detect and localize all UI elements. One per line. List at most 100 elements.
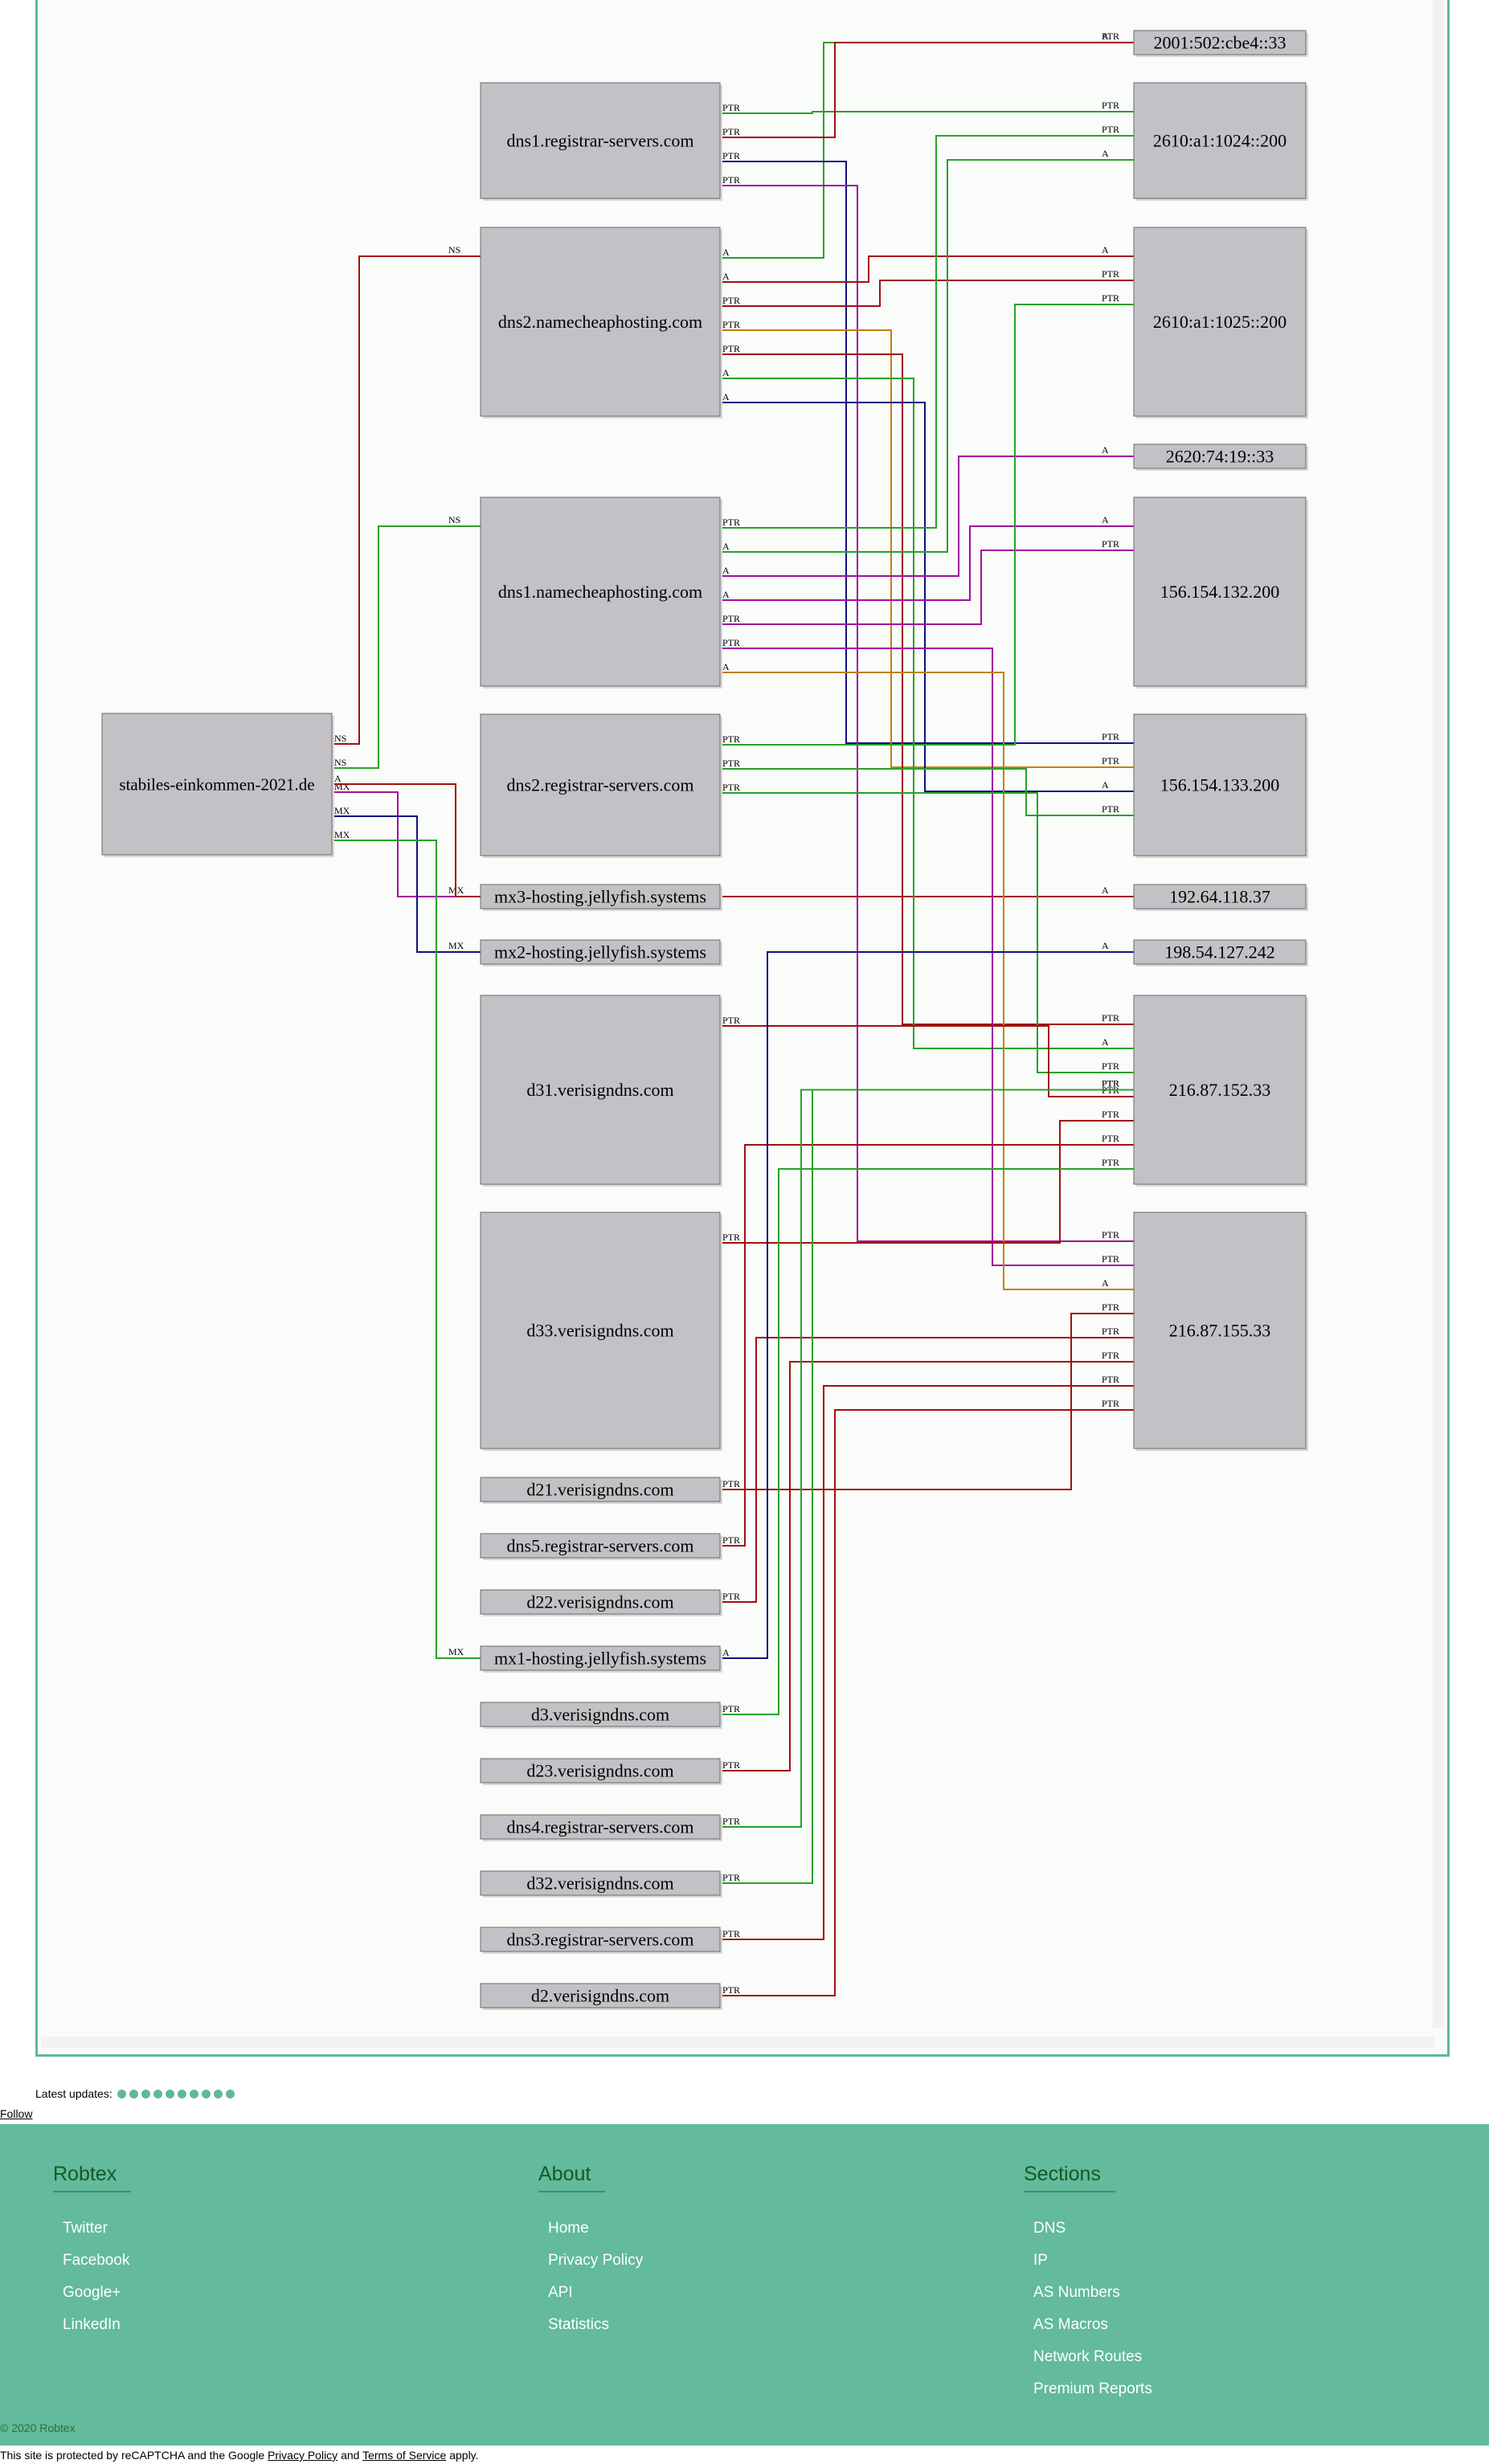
graph-node-mx3[interactable]: mx3-hosting.jellyfish.systems (480, 884, 722, 911)
edge-label: PTR (722, 174, 740, 186)
edge-label: PTR (722, 126, 740, 137)
graph-node-mx2[interactable]: mx2-hosting.jellyfish.systems (480, 939, 722, 966)
edge-label: PTR (722, 1928, 740, 1939)
follow-link[interactable]: Follow (0, 2107, 33, 2120)
update-dot[interactable] (153, 2089, 162, 2098)
graph-node-label: stabiles-einkommen-2021.de (119, 774, 314, 794)
edge-label: PTR (722, 1759, 740, 1771)
footer-link-statistics[interactable]: Statistics (548, 2316, 610, 2333)
edge-label: PTR (722, 1015, 740, 1026)
footer-link-as-macros[interactable]: AS Macros (1033, 2316, 1108, 2333)
footer-link-twitter[interactable]: Twitter (63, 2220, 108, 2237)
edge-label: A (1102, 885, 1109, 896)
update-dot[interactable] (117, 2089, 126, 2098)
graph-node-ip1[interactable]: 2001:502:cbe4::33 (1133, 30, 1308, 57)
footer-link-facebook[interactable]: Facebook (63, 2252, 130, 2269)
edge-label: PTR (722, 1478, 740, 1489)
graph-node-label: d32.verisigndns.com (526, 1874, 673, 1894)
edge-label: PTR (1102, 1078, 1119, 1089)
edge-label: PTR (1102, 755, 1119, 766)
graph-node-d23[interactable]: d23.verisigndns.com (480, 1758, 722, 1785)
graph-node-ip4[interactable]: 2620:74:19::33 (1133, 443, 1308, 471)
edge-label: PTR (722, 517, 740, 528)
graph-node-rs3[interactable]: dns3.registrar-servers.com (480, 1927, 722, 1954)
edge-ptr (720, 280, 1134, 307)
vertical-scrollbar[interactable] (1433, 0, 1444, 2028)
update-dot[interactable] (225, 2089, 235, 2098)
graph-node-d3[interactable]: d3.verisigndns.com (480, 1702, 722, 1729)
edge-label: PTR (1102, 1398, 1119, 1409)
update-dot[interactable] (177, 2089, 186, 2098)
graph-node-ip9[interactable]: 216.87.152.33 (1133, 995, 1308, 1187)
graph-node-d33[interactable]: d33.verisigndns.com (480, 1212, 722, 1451)
update-dot[interactable] (129, 2089, 138, 2098)
update-dot[interactable] (189, 2089, 198, 2098)
graph-node-ip10[interactable]: 216.87.155.33 (1133, 1212, 1308, 1451)
terms-of-service-link[interactable]: Terms of Service (362, 2449, 447, 2462)
graph-node-label: 2001:502:cbe4::33 (1154, 33, 1287, 53)
footer-col-robtex: Robtex Twitter Facebook Google+ LinkedIn (53, 2163, 132, 2348)
footer-link-as-numbers[interactable]: AS Numbers (1033, 2284, 1120, 2301)
graph-node-label: 2610:a1:1025::200 (1153, 312, 1287, 332)
graph-node-rs5[interactable]: dns5.registrar-servers.com (480, 1533, 722, 1560)
graph-node-ip8[interactable]: 198.54.127.242 (1133, 939, 1308, 966)
footer-link-dns[interactable]: DNS (1033, 2220, 1066, 2237)
graph-node-ns_nch2[interactable]: dns2.namecheaphosting.com (480, 227, 722, 419)
graph-node-ip7[interactable]: 192.64.118.37 (1133, 884, 1308, 911)
copyright: © 2020 Robtex (0, 2421, 76, 2434)
edge-label: A (722, 367, 730, 378)
edge-mx (332, 815, 481, 953)
graph-node-ns_rs1[interactable]: dns1.registrar-servers.com (480, 82, 722, 201)
graph-node-dom[interactable]: stabiles-einkommen-2021.de (101, 713, 334, 857)
graph-node-ip5[interactable]: 156.154.132.200 (1133, 496, 1308, 689)
horizontal-scrollbar[interactable] (41, 2037, 1434, 2048)
graph-node-d22[interactable]: d22.verisigndns.com (480, 1589, 722, 1616)
update-dot[interactable] (213, 2089, 223, 2098)
edge-label: A (722, 541, 730, 552)
update-dot[interactable] (141, 2089, 150, 2098)
graph-node-label: d21.verisigndns.com (526, 1480, 673, 1500)
edge-ptr (720, 329, 1134, 768)
update-dots (117, 2089, 235, 2098)
site-footer: Robtex Twitter Facebook Google+ LinkedIn… (0, 2124, 1489, 2446)
graph-node-label: 2610:a1:1024::200 (1153, 131, 1287, 151)
edge-label: PTR (1102, 268, 1119, 280)
graph-node-label: 156.154.133.200 (1160, 775, 1280, 795)
graph-node-d32[interactable]: d32.verisigndns.com (480, 1870, 722, 1898)
footer-col-title: Robtex (53, 2163, 132, 2192)
edge-a (720, 42, 1134, 259)
edge-label: PTR (1102, 292, 1119, 304)
footer-link-api[interactable]: API (548, 2284, 573, 2301)
footer-link-linkedin[interactable]: LinkedIn (63, 2316, 121, 2333)
edge-label: PTR (1102, 1253, 1119, 1265)
edge-label: A (1102, 444, 1109, 456)
graph-node-ns_nch1[interactable]: dns1.namecheaphosting.com (480, 496, 722, 689)
edge-label: A (1102, 779, 1109, 791)
footer-link-ip[interactable]: IP (1033, 2252, 1048, 2269)
graph-node-rs4[interactable]: dns4.registrar-servers.com (480, 1814, 722, 1841)
footer-link-premium-reports[interactable]: Premium Reports (1033, 2380, 1152, 2397)
edge-ptr (720, 550, 1134, 625)
graph-node-d2[interactable]: d2.verisigndns.com (480, 1983, 722, 2010)
edge-label: PTR (1102, 1374, 1119, 1385)
graph-node-ip2[interactable]: 2610:a1:1024::200 (1133, 82, 1308, 201)
footer-link-network-routes[interactable]: Network Routes (1033, 2348, 1143, 2365)
update-dot[interactable] (165, 2089, 174, 2098)
graph-node-d21[interactable]: d21.verisigndns.com (480, 1477, 722, 1504)
footer-link-googleplus[interactable]: Google+ (63, 2284, 121, 2301)
update-dot[interactable] (201, 2089, 211, 2098)
edge-label: PTR (1102, 100, 1119, 111)
graph-node-ns_rs2[interactable]: dns2.registrar-servers.com (480, 713, 722, 858)
footer-link-privacy[interactable]: Privacy Policy (548, 2252, 644, 2269)
privacy-policy-link[interactable]: Privacy Policy (268, 2449, 338, 2462)
graph-node-d31[interactable]: d31.verisigndns.com (480, 995, 722, 1187)
graph-node-ip3[interactable]: 2610:a1:1025::200 (1133, 227, 1308, 419)
footer-link-home[interactable]: Home (548, 2220, 589, 2237)
edge-label: A (722, 661, 730, 672)
graph-node-ip6[interactable]: 156.154.133.200 (1133, 713, 1308, 858)
graph-node-mx1[interactable]: mx1-hosting.jellyfish.systems (480, 1645, 722, 1673)
graph-node-label: 216.87.155.33 (1169, 1321, 1271, 1341)
edge-label: PTR (722, 758, 740, 769)
edge-ptr (720, 1089, 1134, 1884)
footer-col-about: About Home Privacy Policy API Statistics (538, 2163, 643, 2348)
